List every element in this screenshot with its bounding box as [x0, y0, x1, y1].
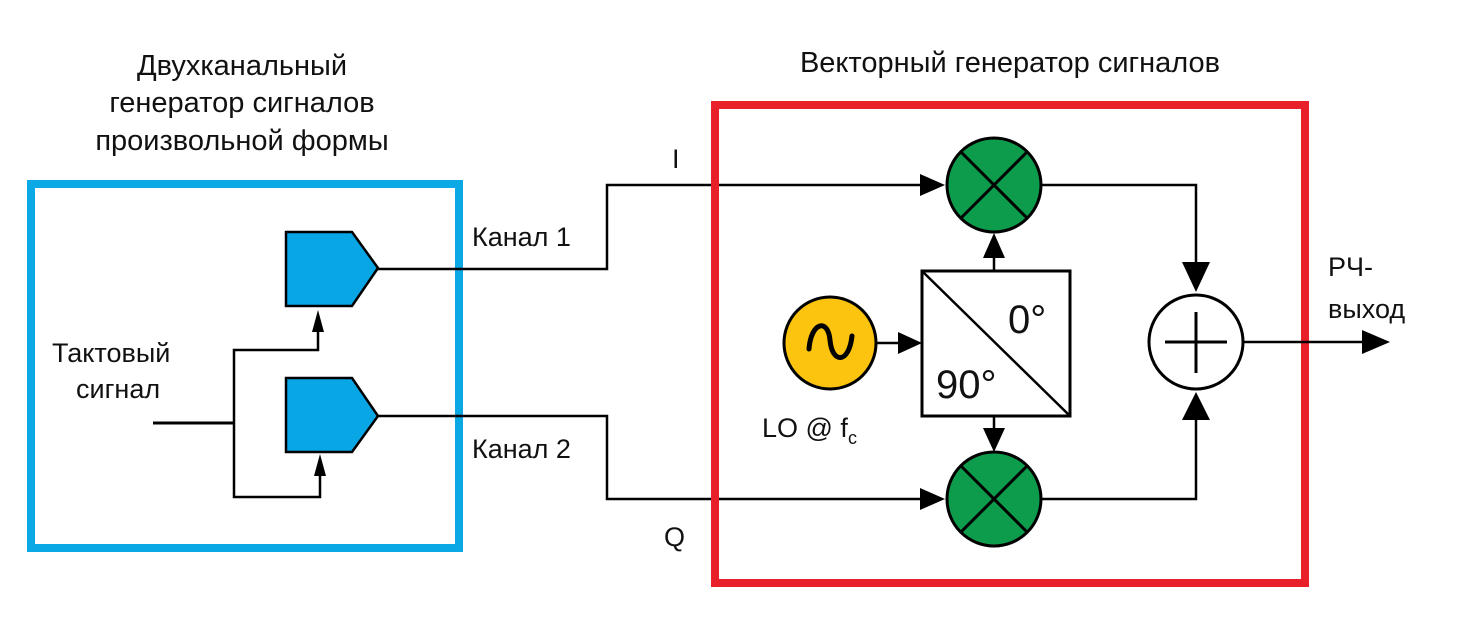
phase-0-label: 0° — [1008, 298, 1046, 342]
dac-channel-2 — [284, 376, 380, 454]
i-input-arrow-icon — [920, 174, 945, 196]
splitter-to-mixer-q-arrow-icon — [983, 428, 1005, 452]
rf-output: РЧ- выход — [1243, 252, 1405, 354]
channel-2-label: Канал 2 — [472, 434, 571, 464]
channel-2-wire — [378, 414, 920, 501]
lo-label-text: LO @ f — [762, 413, 848, 443]
rf-output-label-line-2: выход — [1328, 294, 1405, 324]
channel-1-wire — [378, 183, 920, 271]
dac-channel-1 — [284, 230, 380, 308]
awg-title-line-3: произвольной формы — [95, 125, 388, 157]
lo-label: LO @ fc — [762, 413, 857, 448]
mixer-i-to-summer-wire — [1041, 183, 1198, 262]
mixer-q-to-summer-wire — [1041, 418, 1198, 501]
rf-output-label-line-1: РЧ- — [1328, 252, 1373, 282]
clock-arrow-dac1-icon — [312, 310, 324, 332]
phase-splitter: 0° 90° — [920, 269, 1072, 418]
channel-links: Канал 1 Канал 2 I Q — [378, 144, 920, 552]
phase-splitter-diagonal — [921, 270, 1071, 417]
clock-label-line-2: сигнал — [76, 374, 160, 404]
awg-title-line-2: генератор сигналов — [109, 87, 374, 119]
mixer-q — [945, 450, 1043, 548]
channel-1-label: Канал 1 — [472, 222, 571, 252]
rf-output-arrow-icon — [1362, 330, 1390, 354]
summer — [1147, 293, 1245, 391]
clock-label-line-1: Тактовый — [52, 338, 170, 368]
local-oscillator — [782, 295, 878, 391]
awg-title-line-1: Двухканальный — [137, 50, 347, 82]
summer-bottom-arrow-icon — [1182, 392, 1210, 420]
awg-block: Двухканальный генератор сигналов произво… — [27, 50, 463, 552]
multiply-x-icon — [959, 150, 1029, 220]
i-label: I — [672, 144, 680, 174]
q-input-arrow-icon — [920, 488, 945, 510]
clock-distribution-wire — [232, 332, 322, 499]
multiply-x-icon — [959, 464, 1029, 534]
awg-frame — [27, 180, 463, 552]
lo-label-subscript: c — [848, 428, 857, 448]
vsg-title: Векторный генератор сигналов — [800, 47, 1220, 79]
mixer-i — [945, 136, 1043, 234]
phase-90-label: 90° — [936, 363, 997, 407]
lo-to-splitter-arrow-icon — [898, 332, 922, 354]
sine-wave-icon — [806, 323, 855, 360]
clock-arrow-dac2-icon — [314, 454, 326, 476]
vsg-frame — [711, 101, 1309, 587]
plus-icon — [1165, 312, 1227, 373]
summer-top-arrow-icon — [1182, 262, 1210, 292]
splitter-to-mixer-i-arrow-icon — [983, 233, 1005, 258]
vsg-block: Векторный генератор сигналов 0° — [711, 47, 1309, 587]
q-label: Q — [664, 522, 685, 552]
